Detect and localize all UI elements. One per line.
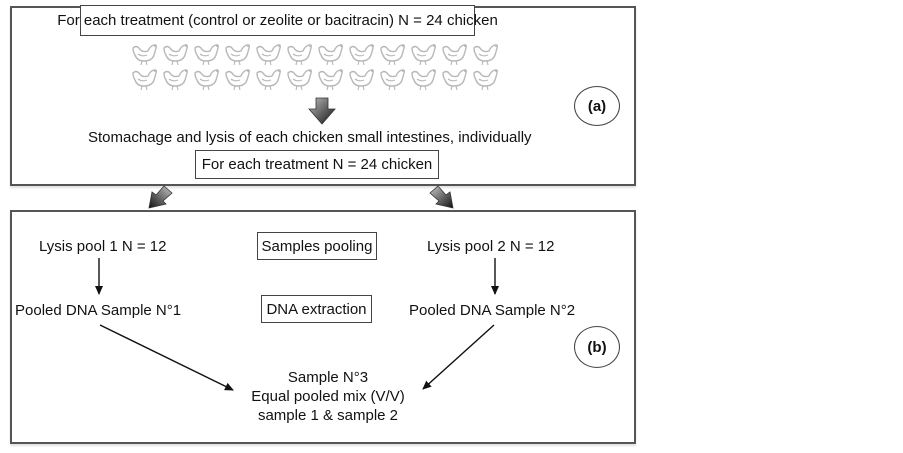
lysis-pool-2: Lysis pool 2 N = 12 — [427, 238, 555, 255]
chicken-icon — [349, 44, 374, 66]
treatment-header-box: For each treatment (control or zeolite o… — [57, 5, 498, 36]
arrow-sample2-to-mix — [422, 324, 495, 390]
chicken-icon — [163, 44, 188, 66]
chicken-icon — [132, 69, 157, 91]
treatment-summary-box: For each treatment N = 24 chicken — [195, 150, 439, 179]
down-arrow-icon — [308, 97, 336, 125]
chicken-icon — [256, 44, 281, 66]
final-sample-sources: sample 1 & sample 2 — [257, 407, 399, 424]
lysis-step-text: Stomachage and lysis of each chicken sma… — [88, 129, 532, 146]
chicken-icon — [194, 69, 219, 91]
panel-b-label: (b) — [574, 326, 620, 368]
chicken-icon — [473, 69, 498, 91]
chicken-icon — [473, 44, 498, 66]
chicken-icon — [380, 69, 405, 91]
split-arrow-left-icon — [148, 185, 173, 209]
chicken-icon — [442, 69, 467, 91]
chicken-icon — [380, 44, 405, 66]
panel-a-label: (a) — [574, 86, 620, 126]
chicken-icon — [194, 44, 219, 66]
chicken-icon — [225, 69, 250, 91]
lysis-pool-1: Lysis pool 1 N = 12 — [39, 238, 167, 255]
chicken-icon — [287, 44, 312, 66]
chicken-icon — [442, 44, 467, 66]
chicken-icon — [318, 69, 343, 91]
chicken-icon — [287, 69, 312, 91]
arrow-sample1-to-mix — [99, 324, 234, 391]
pooled-dna-sample-1: Pooled DNA Sample N°1 — [15, 302, 182, 319]
dna-extraction-box: DNA extraction — [261, 295, 372, 323]
final-sample-mix: Equal pooled mix (V/V) — [251, 388, 405, 405]
chicken-icon — [411, 44, 436, 66]
chicken-icon — [318, 44, 343, 66]
treatment-header-text: For each treatment (control or zeolite o… — [57, 12, 498, 29]
final-sample-block: Sample N°3 Equal pooled mix (V/V) sample… — [228, 368, 428, 425]
chicken-icon — [163, 69, 188, 91]
chicken-icon — [256, 69, 281, 91]
samples-pooling-box: Samples pooling — [257, 232, 377, 260]
chicken-icon — [132, 44, 157, 66]
treatment-summary-text: For each treatment N = 24 chicken — [201, 156, 433, 173]
chicken-icon — [349, 69, 374, 91]
pooled-dna-sample-2: Pooled DNA Sample N°2 — [409, 302, 576, 319]
chicken-icon — [411, 69, 436, 91]
chicken-icon — [225, 44, 250, 66]
split-arrow-right-icon — [429, 185, 454, 209]
final-sample-title: Sample N°3 — [287, 369, 369, 386]
